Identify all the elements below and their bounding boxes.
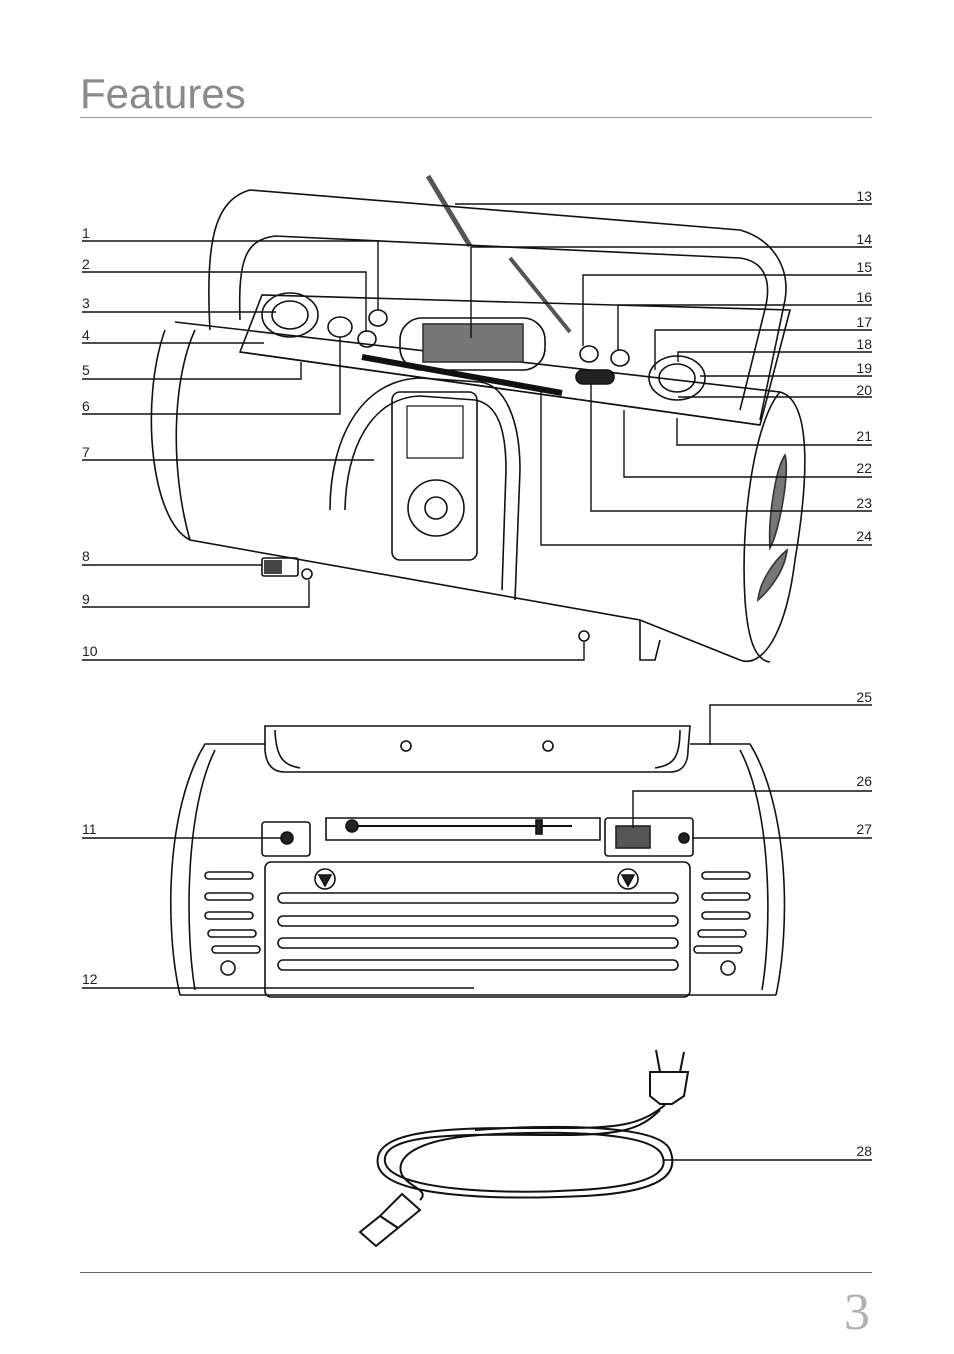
callout-21: 21 (856, 428, 872, 444)
leader-lines (82, 203, 872, 1161)
callout-28: 28 (856, 1143, 872, 1159)
callout-11: 11 (82, 821, 97, 837)
rear-view-illustration (170, 725, 786, 998)
page-number: 3 (844, 1284, 870, 1341)
title-rule (80, 117, 872, 118)
callout-2: 2 (82, 256, 90, 272)
callout-14: 14 (856, 231, 872, 247)
front-view-illustration (150, 174, 806, 663)
callout-9: 9 (82, 591, 90, 607)
callout-22: 22 (856, 460, 872, 476)
callout-5: 5 (82, 362, 90, 378)
callout-18: 18 (856, 336, 872, 352)
callout-4: 4 (82, 327, 90, 343)
callout-13: 13 (856, 188, 872, 204)
callout-numbers: 1 2 3 4 5 6 7 8 9 10 11 12 13 14 15 16 1… (82, 188, 872, 1159)
callout-15: 15 (856, 259, 872, 275)
callout-1: 1 (82, 225, 90, 241)
callout-20: 20 (856, 382, 872, 398)
callout-10: 10 (82, 643, 98, 659)
callout-26: 26 (856, 773, 872, 789)
callout-24: 24 (856, 528, 872, 544)
callout-27: 27 (856, 821, 872, 837)
power-cord-illustration (358, 1049, 690, 1248)
callout-17: 17 (856, 314, 872, 330)
callout-16: 16 (856, 289, 872, 305)
callout-8: 8 (82, 548, 90, 564)
callout-25: 25 (856, 689, 872, 705)
callout-7: 7 (82, 444, 90, 460)
callout-6: 6 (82, 398, 90, 414)
callout-23: 23 (856, 495, 872, 511)
callout-3: 3 (82, 295, 90, 311)
footer-rule (80, 1272, 872, 1273)
callout-12: 12 (82, 971, 98, 987)
callout-19: 19 (856, 360, 872, 376)
page-title: Features (80, 70, 246, 117)
